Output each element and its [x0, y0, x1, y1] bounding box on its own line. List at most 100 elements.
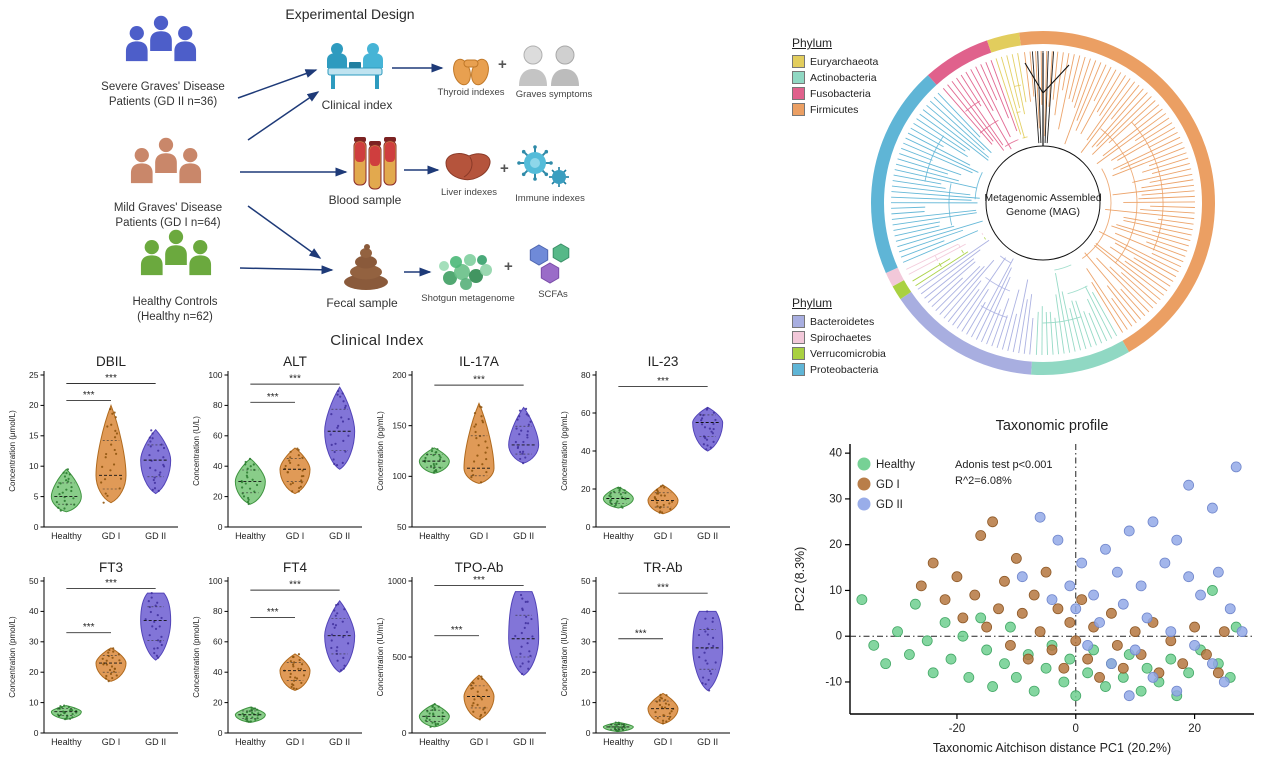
thyroid-indexes-label: Thyroid indexes — [437, 87, 505, 98]
svg-text:GD II: GD II — [329, 737, 350, 747]
svg-text:20: 20 — [29, 400, 39, 410]
legend-swatch — [792, 331, 805, 344]
svg-text:Healthy: Healthy — [235, 737, 266, 747]
svg-text:***: *** — [289, 374, 301, 385]
healthy-group-label-line2: (Healthy n=62) — [137, 310, 213, 323]
mild-group-label-line1: Mild Graves' Disease — [113, 202, 223, 214]
svg-text:20: 20 — [581, 667, 591, 677]
svg-text:GD I: GD I — [654, 737, 673, 747]
svg-text:GD I: GD I — [470, 531, 489, 541]
severe-group-people-icon — [125, 15, 197, 62]
legend-label: Fusobacteria — [810, 87, 871, 100]
svg-text:***: *** — [473, 575, 485, 586]
clinical-consult-icon — [327, 43, 383, 89]
svg-text:Healthy: Healthy — [419, 737, 450, 747]
svg-text:Concentration (μmol/L): Concentration (μmol/L) — [8, 410, 17, 492]
svg-text:20: 20 — [829, 539, 842, 551]
svg-text:50: 50 — [29, 576, 39, 586]
svg-text:Healthy: Healthy — [603, 531, 634, 541]
svg-text:FT4: FT4 — [283, 560, 307, 575]
svg-text:0: 0 — [586, 522, 591, 532]
svg-text:Healthy: Healthy — [603, 737, 634, 747]
svg-text:40: 40 — [213, 461, 223, 471]
fecal-sample-icon — [344, 244, 388, 290]
svg-text:20: 20 — [1188, 723, 1201, 735]
legend-swatch — [792, 55, 805, 68]
svg-text:0: 0 — [836, 631, 842, 643]
svg-text:-10: -10 — [825, 676, 842, 688]
svg-text:***: *** — [473, 375, 485, 386]
svg-text:40: 40 — [581, 446, 591, 456]
svg-text:***: *** — [657, 376, 669, 387]
svg-text:20: 20 — [29, 667, 39, 677]
svg-text:GD II: GD II — [697, 531, 718, 541]
legend-title: Phylum — [792, 296, 833, 310]
svg-text:GD II: GD II — [697, 737, 718, 747]
legend-swatch — [792, 87, 805, 100]
legend-item: Spirochaetes — [792, 331, 917, 344]
svg-text:***: *** — [657, 583, 669, 594]
blood-sample-label: Blood sample — [328, 193, 402, 207]
legend-item: Bacteroidetes — [792, 315, 917, 328]
legend-title: Phylum — [792, 36, 833, 50]
legend-swatch — [792, 315, 805, 328]
liver-icon — [445, 153, 491, 181]
svg-text:TPO-Ab: TPO-Ab — [455, 560, 504, 575]
svg-text:ALT: ALT — [283, 354, 307, 369]
svg-text:Concentration (IU/mL): Concentration (IU/mL) — [376, 617, 385, 696]
svg-text:FT3: FT3 — [99, 560, 123, 575]
legend-item: Actinobacteria — [792, 71, 917, 84]
svg-text:Healthy: Healthy — [419, 531, 450, 541]
svg-text:GD I: GD I — [470, 737, 489, 747]
svg-text:Healthy: Healthy — [235, 531, 266, 541]
svg-text:PC2 (8.3%): PC2 (8.3%) — [793, 547, 807, 612]
legend-item: Fusobacteria — [792, 87, 917, 100]
plus-sign: + — [500, 160, 509, 177]
legend-label: Firmicutes — [810, 103, 859, 116]
svg-text:0: 0 — [34, 522, 39, 532]
shotgun-metagenome-label: Shotgun metagenome — [421, 293, 515, 304]
svg-text:25: 25 — [29, 370, 39, 380]
legend-swatch — [792, 347, 805, 360]
blood-tubes-icon — [353, 137, 397, 190]
svg-text:60: 60 — [213, 431, 223, 441]
svg-text:40: 40 — [581, 606, 591, 616]
legend-label: Verrucomicrobia — [810, 347, 886, 360]
legend-item: Euryarchaeota — [792, 55, 917, 68]
flow-arrows — [237, 63, 444, 277]
svg-text:40: 40 — [29, 606, 39, 616]
svg-text:GD II: GD II — [876, 499, 903, 511]
svg-text:GD I: GD I — [286, 531, 305, 541]
shotgun-metagenome-icon — [439, 254, 492, 290]
experimental-design-title: Experimental Design — [285, 6, 415, 22]
immune-indexes-label: Immune indexes — [515, 193, 585, 204]
healthy-group-label: Healthy Controls (Healthy n=62) — [95, 295, 255, 325]
svg-text:30: 30 — [29, 637, 39, 647]
svg-text:GD II: GD II — [513, 737, 534, 747]
svg-text:***: *** — [105, 373, 117, 384]
svg-text:IL-23: IL-23 — [648, 354, 679, 369]
svg-text:***: *** — [83, 390, 95, 401]
svg-text:10: 10 — [29, 697, 39, 707]
legend-label: Bacteroidetes — [810, 315, 875, 328]
svg-text:GD I: GD I — [102, 531, 121, 541]
svg-text:DBIL: DBIL — [96, 354, 127, 369]
svg-text:0: 0 — [586, 728, 591, 738]
svg-text:50: 50 — [397, 522, 407, 532]
svg-text:Metagenomic Assembled: Metagenomic Assembled — [984, 192, 1101, 204]
legend-swatch — [792, 71, 805, 84]
plus-sign: + — [498, 56, 507, 73]
svg-text:5: 5 — [34, 491, 39, 501]
svg-text:GD II: GD II — [145, 737, 166, 747]
svg-text:1000: 1000 — [388, 576, 407, 586]
svg-text:15: 15 — [29, 431, 39, 441]
svg-text:***: *** — [289, 580, 301, 591]
mild-group-label-line2: Patients (GD I n=64) — [115, 216, 221, 229]
legend-item: Proteobacteria — [792, 363, 917, 376]
